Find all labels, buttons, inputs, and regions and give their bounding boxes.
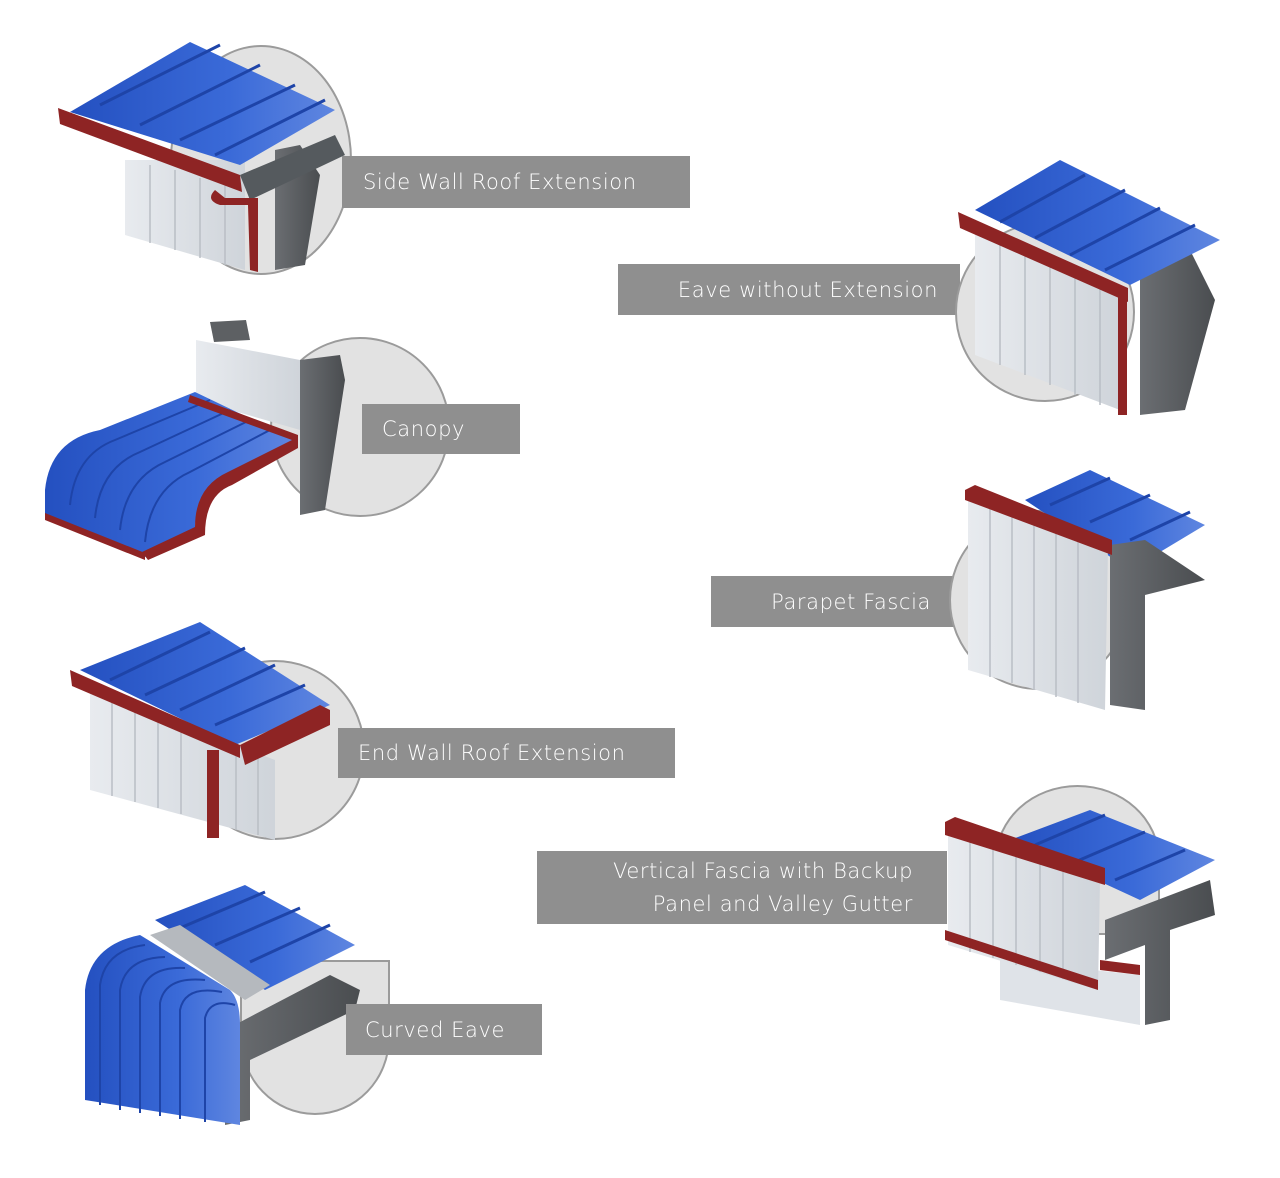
label-text: Parapet Fascia [771,589,931,614]
fascia-trim [958,212,1128,302]
roof-panel [80,622,330,745]
curved-eave-illustration [85,885,360,1125]
gutter-trim [58,108,242,192]
label-curved-eave: Curved Eave [346,1004,542,1055]
label-parapet-fascia: Parapet Fascia [711,576,957,627]
curved-panel [85,935,240,1125]
label-text-line-1: Vertical Fascia with Backup [613,858,913,883]
gutter-trim [70,670,240,758]
fascia-cap [945,817,1105,885]
side-wall-roof-extension-illustration [58,42,345,272]
steel-frame [225,975,360,1125]
label-vertical-fascia: Vertical Fascia with Backup Panel and Va… [537,851,947,924]
wall-panel [125,160,245,270]
label-text: End Wall Roof Extension [358,741,626,765]
roof-panel [1025,470,1205,570]
backup-panel [1000,960,1140,1025]
end-wall-roof-extension-illustration [70,622,330,840]
steel-frame [1105,880,1215,1025]
downspout [211,190,258,272]
corner-trim [1118,295,1127,415]
label-text: Eave without Extension [677,277,938,302]
canopy-trim [142,395,298,560]
fascia-bottom-trim [945,930,1098,990]
label-end-wall-roof-extension: End Wall Roof Extension [338,728,675,778]
roof-panel [975,160,1220,285]
parapet-cap [965,485,1112,555]
canopy-edge-trim [45,513,145,560]
detail-circle [949,510,1129,690]
detail-circle [995,785,1160,935]
valley-gutter [1100,960,1140,975]
steel-column [275,145,320,270]
steel-beam [210,320,250,342]
steel-rafter [240,135,345,200]
eave-without-extension-illustration [958,160,1220,415]
wall-panel [968,498,1108,710]
label-canopy: Canopy [362,404,520,454]
canopy-panel [45,392,295,557]
label-text: Canopy [382,417,466,441]
label-text: Curved Eave [365,1017,506,1042]
vertical-fascia-illustration [945,810,1215,1025]
steel-frame [1110,540,1205,710]
wall-panel [90,690,275,840]
steel-column [1140,250,1215,415]
insulation-strip [150,925,270,1000]
label-eave-without-extension: Eave without Extension [618,264,960,315]
label-text: Side Wall Roof Extension [363,170,637,194]
roof-panel [155,885,355,990]
wall-panel [196,340,300,430]
steel-column [300,355,345,515]
canopy-illustration [45,320,345,560]
downspout [207,750,219,838]
end-gutter-trim [240,705,330,765]
wall-panel [975,225,1120,410]
fascia-panel [948,830,1100,990]
label-side-wall-roof-extension: Side Wall Roof Extension [342,156,690,208]
roof-panel [1010,810,1215,900]
label-text-line-2: Panel and Valley Gutter [652,891,913,916]
parapet-fascia-illustration [965,470,1205,710]
roof-panel [70,42,335,165]
detail-circle [955,222,1135,402]
detail-circle [170,45,352,275]
